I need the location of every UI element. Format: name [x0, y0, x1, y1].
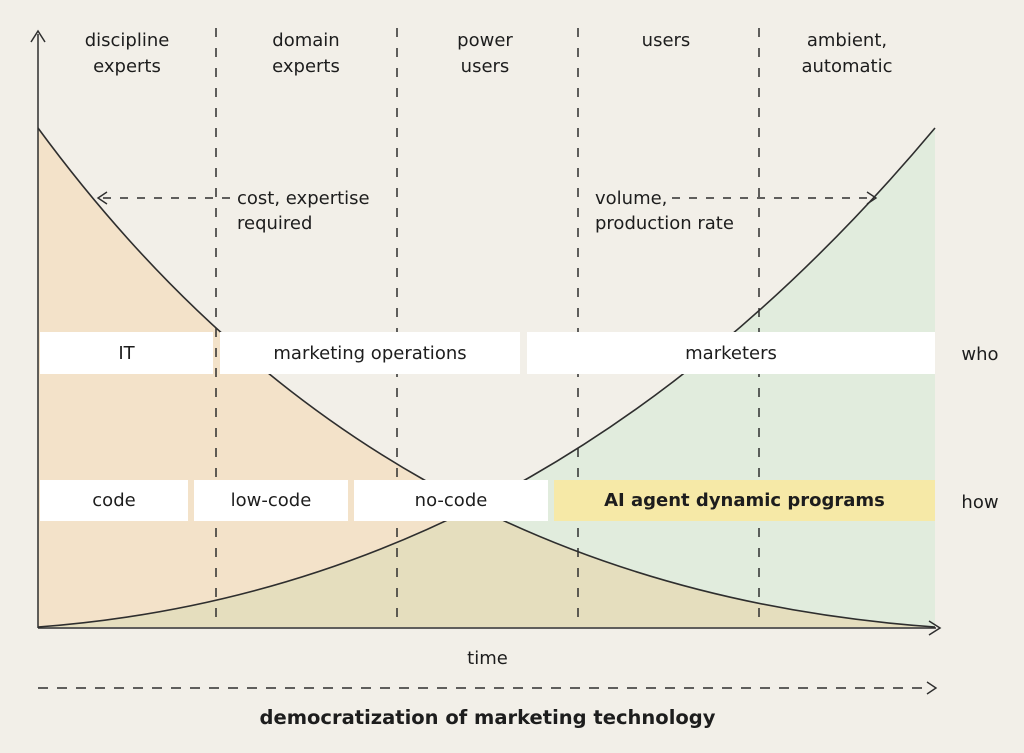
who-band-marketing-operations: marketing operations — [220, 332, 520, 374]
who-band-marketers: marketers — [527, 332, 935, 374]
left-arrowhead-icon — [96, 191, 108, 205]
x-axis-label: time — [467, 648, 508, 669]
diagram-title: democratization of marketing technology — [259, 706, 716, 729]
y-axis — [30, 29, 46, 628]
column-header-discipline-experts: discipline experts — [84, 30, 170, 77]
right-arrowhead-icon — [926, 681, 938, 695]
cost-arrow — [96, 191, 230, 205]
volume-curve — [37, 127, 936, 628]
column-header-domain-experts: domain experts — [272, 30, 340, 77]
volume-annotation: volume, production rate — [595, 188, 734, 234]
right-arrowhead-icon — [866, 191, 878, 205]
how-side-label: how — [961, 492, 999, 513]
who-side-label: who — [961, 344, 999, 365]
how-band-low-code: low-code — [194, 480, 348, 521]
y-axis-arrow-icon — [30, 29, 46, 43]
how-band-ai-agent-dynamic-programs: AI agent dynamic programs — [554, 480, 935, 521]
who-band-it: IT — [40, 332, 213, 374]
volume-arrow — [672, 191, 878, 205]
democratization-arrow — [38, 681, 938, 695]
column-header-ambient-automatic: ambient, automatic — [801, 30, 893, 77]
column-header-power-users: power users — [457, 30, 513, 77]
how-band-code: code — [40, 480, 188, 521]
how-band-no-code: no-code — [354, 480, 548, 521]
x-axis — [38, 620, 942, 636]
x-axis-arrow-icon — [928, 620, 942, 636]
column-header-users: users — [641, 30, 691, 51]
cost-annotation: cost, expertise required — [237, 188, 370, 234]
